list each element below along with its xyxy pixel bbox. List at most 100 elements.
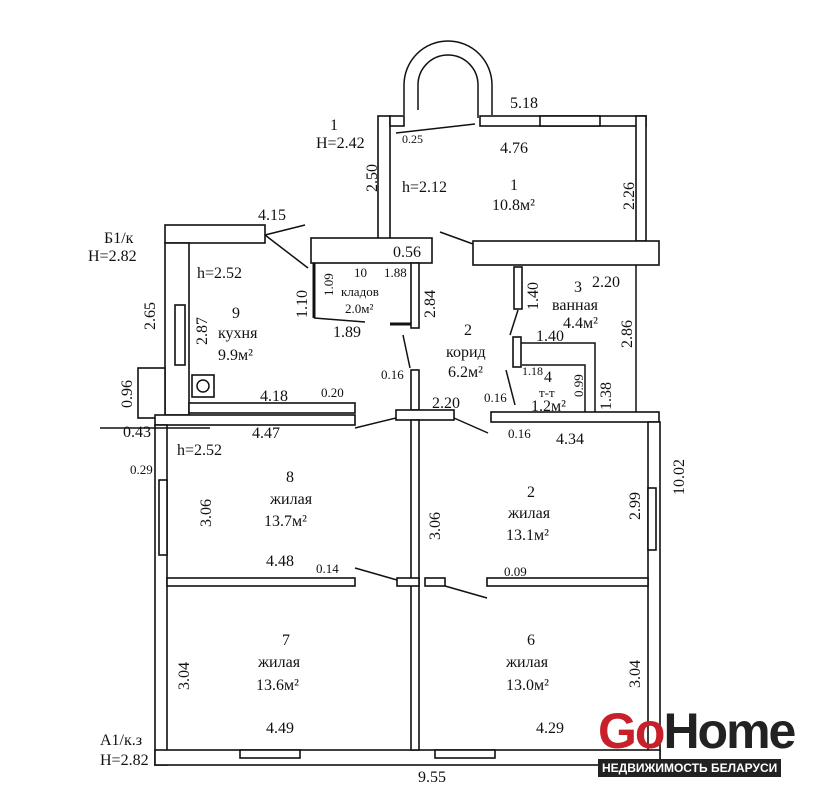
- dim: 4.29: [536, 720, 564, 737]
- dim: 3.06: [427, 512, 444, 540]
- dim: 0.43: [123, 424, 151, 441]
- dim: 2.26: [621, 182, 638, 210]
- room-area: 13.0м²: [506, 677, 549, 694]
- wall: [486, 577, 649, 587]
- wall: [410, 369, 420, 411]
- wall: [395, 409, 455, 421]
- window: [158, 479, 168, 556]
- logo-home: Home: [663, 703, 796, 759]
- door-swing: [444, 585, 488, 599]
- dim: 0.99: [571, 374, 586, 397]
- dimension-labels: 5.18 0.25 4.76 2.50 2.26 4.15 0.56 2.20 …: [119, 95, 688, 786]
- dim: 2.50: [364, 164, 381, 192]
- room-number: 10: [354, 265, 367, 280]
- dim: 0.16: [508, 426, 531, 441]
- dim: 1.89: [333, 324, 361, 341]
- section-height: H=2.42: [316, 135, 365, 152]
- door-swing: [453, 417, 489, 434]
- wall: [389, 115, 405, 127]
- stove-burner: [196, 379, 210, 393]
- section-height: H=2.82: [100, 752, 149, 769]
- gohome-logo: GoHome НЕДВИЖИМОСТЬ БЕЛАРУСИ: [598, 703, 796, 777]
- logo-tagline: НЕДВИЖИМОСТЬ БЕЛАРУСИ: [598, 759, 782, 777]
- room-number: 7: [282, 632, 290, 649]
- dim: 4.76: [500, 140, 528, 157]
- dim: 2.65: [142, 302, 159, 330]
- wall: [513, 266, 523, 310]
- room-area: 4.4м²: [563, 315, 598, 332]
- wall: [188, 402, 356, 414]
- room-area: 10.8м²: [492, 197, 535, 214]
- bay-arch-inner: [417, 54, 479, 118]
- door-swing: [395, 123, 476, 134]
- dim: 3.04: [176, 662, 193, 690]
- dim: 4.18: [260, 388, 288, 405]
- dim: 0.14: [316, 561, 339, 576]
- dim: 0.20: [321, 385, 344, 400]
- section-height: H=2.82: [88, 248, 137, 265]
- room-number: 3: [574, 279, 582, 296]
- door-swing: [439, 231, 474, 245]
- dim: 2.86: [619, 320, 636, 348]
- window: [174, 304, 186, 366]
- window: [539, 115, 601, 127]
- room-area: 6.2м²: [448, 364, 483, 381]
- door-swing: [354, 417, 397, 429]
- door-swing: [264, 224, 306, 236]
- room-area: 1.2м²: [531, 398, 566, 415]
- room-area: 13.1м²: [506, 527, 549, 544]
- dim: 9.55: [418, 769, 446, 786]
- dim: 3.04: [627, 660, 644, 688]
- dim: 0.16: [381, 367, 404, 382]
- room-number: 6: [527, 632, 535, 649]
- window: [647, 487, 657, 551]
- door-swing: [354, 567, 398, 581]
- door-swing: [505, 369, 516, 406]
- dim: 0.56: [393, 244, 421, 261]
- window: [239, 749, 301, 759]
- dim: 1.40: [536, 328, 564, 345]
- door-swing: [264, 234, 309, 269]
- door-swing: [402, 334, 411, 369]
- room-height: h=2.12: [402, 179, 447, 196]
- wall: [472, 240, 660, 266]
- wall: [410, 262, 420, 329]
- dim: 1.10: [294, 290, 311, 318]
- wall: [154, 749, 661, 766]
- wall: [490, 411, 660, 423]
- room-name: жилая: [507, 505, 551, 522]
- dim: 0.96: [119, 380, 136, 408]
- section-label: А1/к.з: [100, 732, 142, 749]
- room-area: 13.7м²: [264, 513, 307, 530]
- room-number: 2: [527, 484, 535, 501]
- window: [434, 749, 496, 759]
- room-number: 9: [232, 305, 240, 322]
- room-name: ванная: [552, 297, 599, 314]
- door-swing: [509, 309, 519, 336]
- room-number: 1: [510, 177, 518, 194]
- section-label: Б1/к: [104, 230, 134, 247]
- dim: 5.18: [510, 95, 538, 112]
- wall: [154, 414, 356, 426]
- dim: 1.38: [598, 382, 615, 410]
- room-area: 13.6м²: [256, 677, 299, 694]
- room-name: жилая: [269, 491, 313, 508]
- section-label: 1: [330, 117, 338, 134]
- room-number: 4: [544, 369, 552, 386]
- dim: 4.48: [266, 553, 294, 570]
- room-name: кухня: [218, 325, 258, 342]
- room-height: h=2.52: [197, 265, 242, 282]
- dim: 1.18: [522, 364, 543, 378]
- room-number: 2: [464, 322, 472, 339]
- wall: [154, 424, 168, 766]
- dim: 4.47: [252, 425, 280, 442]
- dim: 0.16: [484, 390, 507, 405]
- bay-arch-outer: [403, 40, 493, 115]
- dim: 1.09: [321, 273, 336, 296]
- wall: [512, 336, 522, 368]
- dim: 2.20: [432, 395, 460, 412]
- dim: 1.40: [525, 282, 542, 310]
- room-area: 9.9м²: [218, 347, 253, 364]
- dim: 0.29: [130, 462, 153, 477]
